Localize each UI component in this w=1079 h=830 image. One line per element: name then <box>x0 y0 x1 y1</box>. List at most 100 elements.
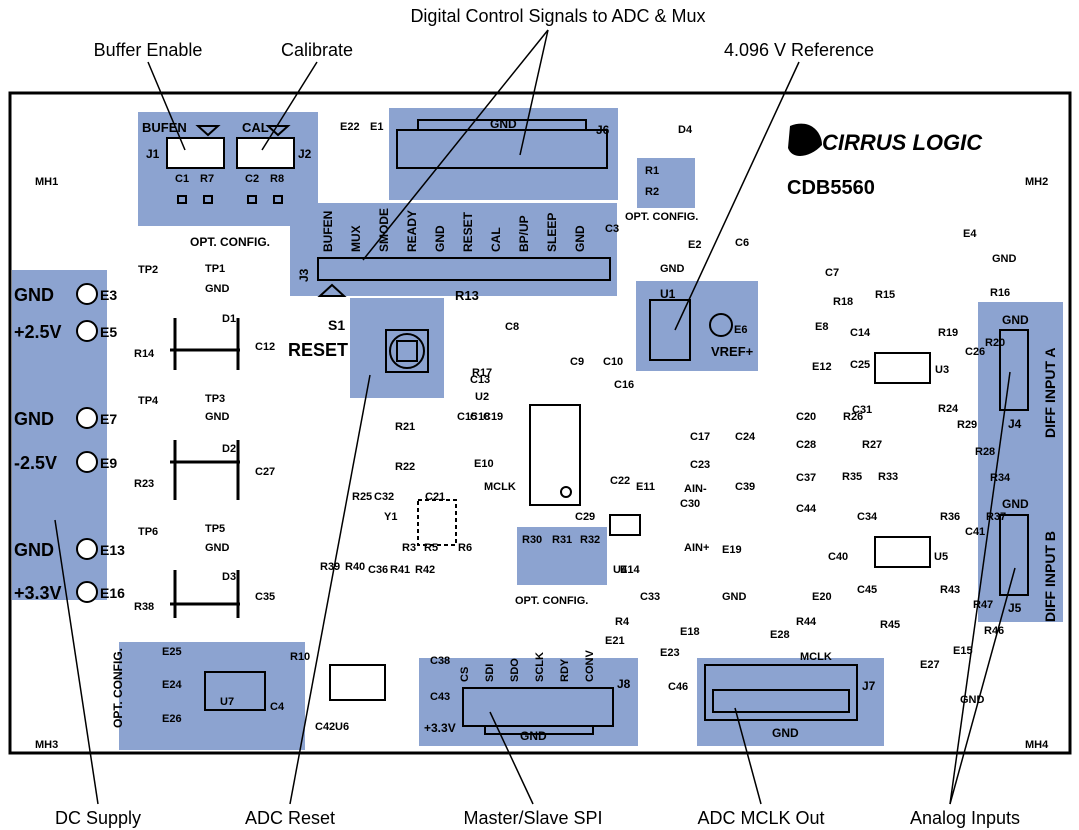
component-designator: GND <box>205 411 230 423</box>
component-designator: R15 <box>875 289 895 301</box>
supply-terminal-ref: E3 <box>100 287 117 303</box>
j3-signal-label: GND <box>433 225 447 252</box>
component-designator: E10 <box>474 458 494 470</box>
j3-signal-label: BP/UP <box>517 215 531 252</box>
component-designator: U6 <box>335 721 349 733</box>
component-designator: C7 <box>825 267 839 279</box>
j3-signal-label: SLEEP <box>545 213 559 252</box>
component-designator: U2 <box>475 391 489 403</box>
component-designator: C25 <box>850 359 870 371</box>
j8-key <box>484 725 594 735</box>
r32-ref: R32 <box>580 534 600 546</box>
component-designator: R41 <box>390 564 410 576</box>
pin1-marker-icon <box>265 125 291 137</box>
callout-master-slave-spi: Master/Slave SPI <box>463 808 602 828</box>
component-designator: MCLK <box>484 481 516 493</box>
j8-pin-label: CS <box>459 667 471 682</box>
component-designator: R35 <box>842 471 862 483</box>
component-designator: R16 <box>990 287 1010 299</box>
component-designator: R5 <box>424 542 438 554</box>
component-designator: R24 <box>938 403 959 415</box>
leader-lines <box>54 29 1016 805</box>
component-designator: D3 <box>222 571 236 583</box>
diodes <box>170 318 240 618</box>
supply-terminal <box>76 283 98 305</box>
j2-ref: J2 <box>298 147 312 161</box>
component-designator: C23 <box>690 459 710 471</box>
supply-terminal-ref: E5 <box>100 324 117 340</box>
component-designator: R27 <box>862 439 882 451</box>
j8-gnd: GND <box>520 729 547 743</box>
component-designator: R34 <box>990 472 1011 484</box>
j6-gnd: GND <box>490 117 517 131</box>
cal-label: CAL <box>242 120 269 135</box>
component-designator: C3 <box>605 223 619 235</box>
component-designator: C10 <box>603 356 623 368</box>
component-designator: R26 <box>843 411 863 423</box>
component-designator: E1 <box>370 121 383 133</box>
component-designator: E8 <box>815 321 828 333</box>
callout-adc-mclk-out: ADC MCLK Out <box>697 808 824 828</box>
u7-chip <box>204 671 266 711</box>
supply-terminal <box>76 538 98 560</box>
callout-analog-inputs: Analog Inputs <box>910 808 1020 828</box>
callout-buffer-enable: Buffer Enable <box>94 40 203 60</box>
component-designator: MCLK <box>800 651 832 663</box>
callout-digital-control: Digital Control Signals to ADC & Mux <box>410 6 705 26</box>
j3-signal-label: READY <box>405 210 419 252</box>
pin1-marker-icon <box>317 283 347 297</box>
bufen-label: BUFEN <box>142 120 187 135</box>
component-designator: C14 <box>850 327 871 339</box>
component-designator: R46 <box>984 625 1004 637</box>
component-designator: R14 <box>134 348 155 360</box>
j3-signal-label: GND <box>573 225 587 252</box>
component-designator: TP1 <box>205 263 225 275</box>
s1-ref: S1 <box>328 317 345 333</box>
j8-ref: J8 <box>617 677 631 691</box>
e6-test-point <box>709 313 733 337</box>
region-j6 <box>389 108 618 200</box>
component-designator: C34 <box>857 511 878 523</box>
jumper-pads <box>177 195 283 204</box>
j3-header <box>317 257 611 281</box>
component-designator: R42 <box>415 564 435 576</box>
u1-ref: U1 <box>660 287 676 301</box>
j1-ref: J1 <box>146 147 160 161</box>
component-designator: U5 <box>934 551 948 563</box>
j1-header <box>166 137 225 169</box>
supply-voltage-label: GND <box>14 409 54 429</box>
component-designator: C18 <box>470 411 490 423</box>
j7-ref: J7 <box>862 679 876 693</box>
j8-pin-label: SCLK <box>534 652 546 682</box>
y1-crystal <box>417 499 457 546</box>
component-designator: OPT. CONFIG. <box>515 595 588 607</box>
j4-ref: J4 <box>1008 417 1022 431</box>
supply-terminal-ref: E7 <box>100 411 117 427</box>
c2-ref: C2 <box>245 173 259 185</box>
region-r1r2 <box>637 158 695 208</box>
component-designator: R28 <box>975 446 995 458</box>
component-designator: E15 <box>953 645 973 657</box>
component-designator: GND <box>205 283 230 295</box>
pin1-marker-icon <box>195 125 221 137</box>
component-designator: C21 <box>425 491 445 503</box>
board-name: CDB5560 <box>787 177 875 199</box>
supply-terminal <box>76 581 98 603</box>
component-designator: R29 <box>957 419 977 431</box>
component-designator: R37 <box>986 511 1006 523</box>
vref-label: VREF+ <box>711 344 754 359</box>
cirrus-logo-swirl-icon <box>788 123 822 156</box>
component-designator: R22 <box>395 461 415 473</box>
supply-terminal <box>76 320 98 342</box>
u2-chip <box>529 404 581 506</box>
component-designator: GND <box>660 263 685 275</box>
component-designator: C46 <box>668 681 688 693</box>
j3-signal-label: SMODE <box>377 208 391 252</box>
j7-inner <box>712 689 850 713</box>
component-designator: C43 <box>430 691 450 703</box>
j2-header <box>236 137 295 169</box>
component-designator: GND <box>992 253 1017 265</box>
